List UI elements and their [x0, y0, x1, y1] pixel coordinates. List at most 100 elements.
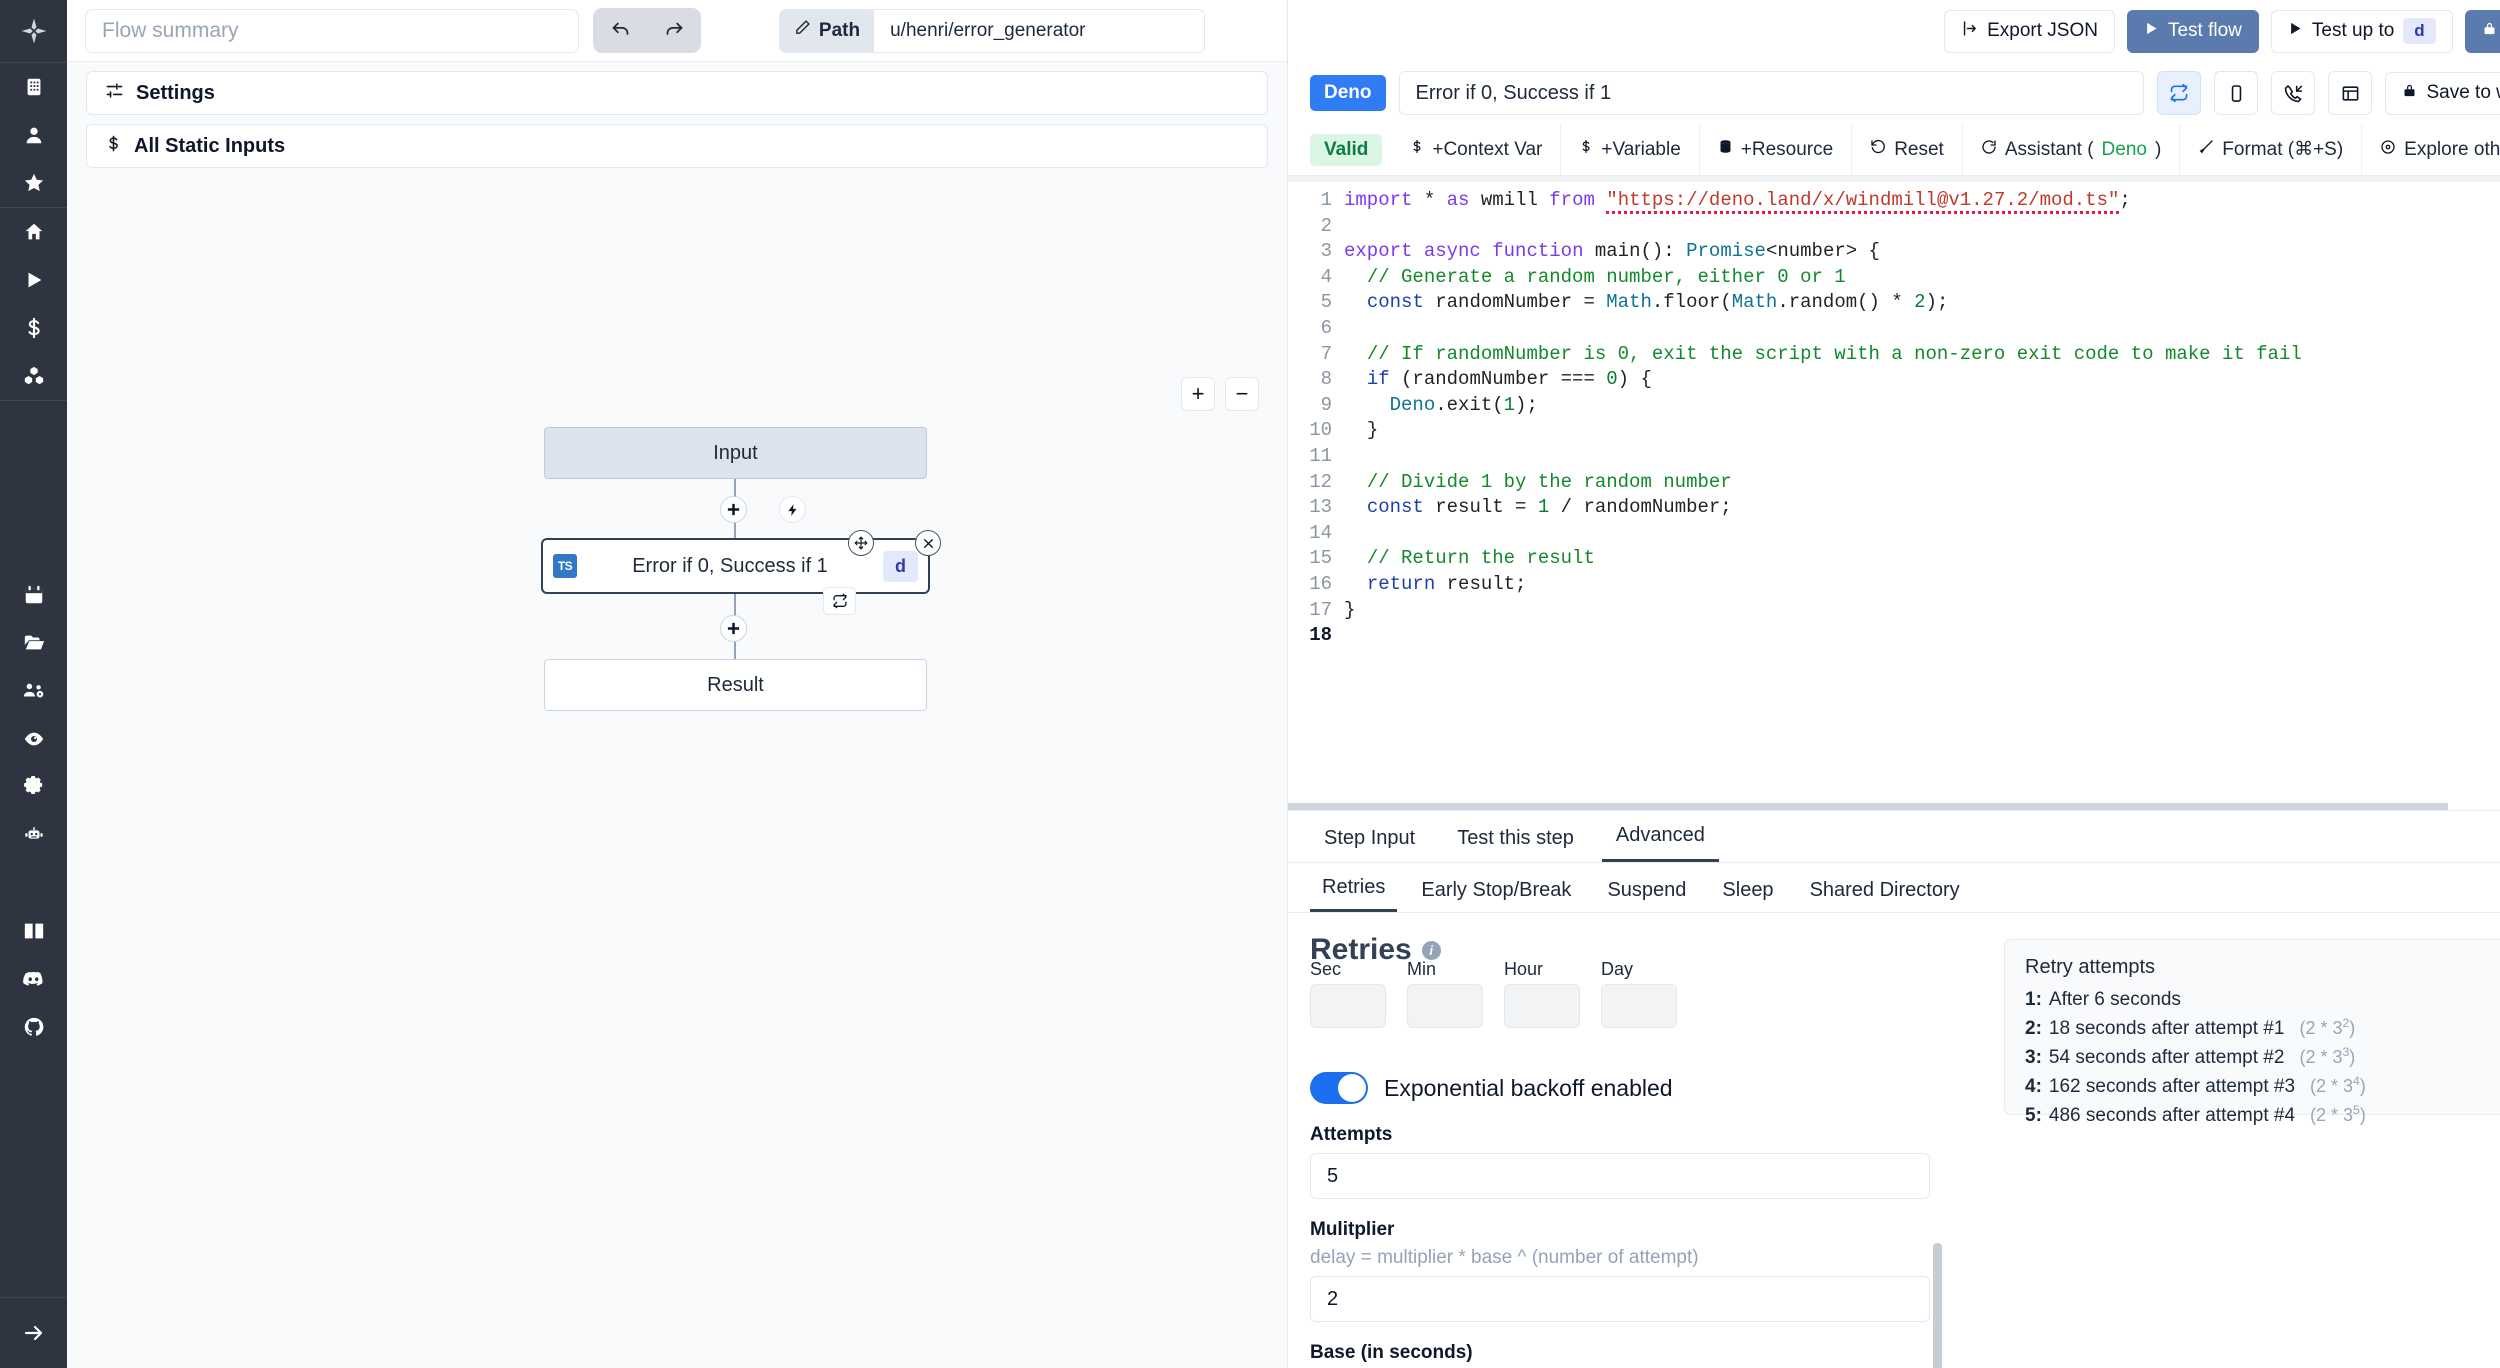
path-field[interactable]: Path u/henri/error_generator [778, 8, 1206, 53]
node-step-error-if-0[interactable]: TS Error if 0, Success if 1 d [541, 538, 930, 594]
retries-day-field[interactable]: Day [1601, 959, 1677, 1028]
add-step-button-top[interactable] [720, 496, 747, 523]
undo-arrow-icon[interactable] [596, 8, 644, 53]
subtab-shared-directory[interactable]: Shared Directory [1809, 879, 1960, 901]
reset-label: Reset [1894, 138, 1944, 160]
sidebar-item-discord[interactable] [0, 955, 67, 1003]
reset-button[interactable]: Reset [1852, 124, 1963, 175]
sidebar-item-folders[interactable] [0, 619, 67, 667]
retry-attempt-num: 5: [2025, 1105, 2042, 1126]
retry-attempt-text: 54 seconds after attempt #2 [2048, 1047, 2285, 1068]
flow-editor-pane: Flow summary Path u/henri/error_gene [67, 0, 1288, 1368]
retries-vertical-scrollbar[interactable] [1933, 1243, 1942, 1368]
sidebar-item-docs[interactable] [0, 907, 67, 955]
advanced-subtabs: Retries Early Stop/Break Suspend Sleep S… [1288, 863, 2500, 913]
mobile-icon[interactable] [2214, 71, 2259, 115]
node-result[interactable]: Result [544, 659, 927, 711]
sidebar-item-resources[interactable] [0, 352, 67, 400]
subtab-retries[interactable]: Retries [1310, 876, 1398, 912]
add-step-button-bottom[interactable] [720, 615, 747, 642]
left-sidebar [0, 0, 67, 1368]
tab-step-input[interactable]: Step Input [1324, 827, 1416, 849]
dollar-icon [1579, 138, 1593, 161]
flow-canvas[interactable]: + − Input TS Error if 0, Success if 1 d [67, 177, 1287, 1368]
attempts-input[interactable]: 5 [1310, 1153, 1930, 1199]
retries-day-input[interactable] [1601, 984, 1677, 1028]
subtab-early-stop-break[interactable]: Early Stop/Break [1421, 879, 1572, 901]
path-label-group: Path [779, 9, 875, 52]
test-up-to-button[interactable]: Test up to d [2270, 9, 2453, 53]
sidebar-item-variables[interactable] [0, 304, 67, 352]
layout-panel-icon[interactable] [2328, 71, 2373, 115]
test-flow-button[interactable]: Test flow [2126, 9, 2259, 53]
close-x-icon[interactable] [915, 530, 941, 556]
flow-topbar: Flow summary Path u/henri/error_gene [67, 0, 1287, 62]
sidebar-item-favorites[interactable] [0, 159, 67, 207]
editor-toolbar: Valid +Context Var +Variable +Resource [1288, 124, 2500, 176]
retries-min-label: Min [1407, 959, 1437, 979]
tab-test-this-step[interactable]: Test this step [1457, 827, 1574, 849]
sidebar-item-runs[interactable] [0, 256, 67, 304]
path-value[interactable]: u/henri/error_generator [890, 19, 1086, 41]
move-arrows-icon[interactable] [848, 530, 874, 556]
retries-hour-input[interactable] [1504, 984, 1580, 1028]
database-icon [1718, 138, 1733, 161]
retries-min-input[interactable] [1407, 984, 1483, 1028]
sidebar-item-groups[interactable] [0, 667, 67, 715]
phone-incoming-icon[interactable] [2271, 71, 2316, 115]
assistant-button[interactable]: Assistant (Deno) [1963, 124, 2181, 175]
node-input[interactable]: Input [544, 427, 927, 479]
constant-delay-fields: Sec Min Hour Day [1310, 959, 1930, 1028]
all-static-inputs-strip[interactable]: All Static Inputs [86, 124, 1268, 168]
export-json-button[interactable]: Export JSON [1944, 9, 2115, 53]
format-button[interactable]: Format (⌘+S) [2180, 124, 2363, 175]
sidebar-item-expand-sidebar[interactable] [0, 1298, 67, 1368]
subtab-suspend[interactable]: Suspend [1607, 879, 1687, 901]
redo-arrow-icon[interactable] [650, 8, 698, 53]
save-button[interactable]: Save [2464, 9, 2500, 53]
sidebar-item-github[interactable] [0, 1003, 67, 1051]
editor-top-strip [1288, 176, 2500, 182]
retry-attempt-formula: (2 * 32) [2299, 1016, 2356, 1038]
retry-loop-icon[interactable] [2157, 71, 2202, 115]
sidebar-item-settings[interactable] [0, 763, 67, 811]
retries-sec-field[interactable]: Sec [1310, 959, 1386, 1028]
sidebar-item-audit-logs[interactable] [0, 715, 67, 763]
retries-hour-field[interactable]: Hour [1504, 959, 1580, 1028]
lightning-bolt-icon[interactable] [779, 496, 806, 523]
retries-sec-input[interactable] [1310, 984, 1386, 1028]
save-to-workspace-button[interactable]: Save to workspace [2385, 71, 2500, 115]
windmill-logo-icon[interactable] [0, 0, 67, 62]
retry-loop-icon[interactable] [823, 587, 856, 615]
multiplier-input[interactable]: 2 [1310, 1276, 1930, 1322]
zoom-out-button[interactable]: − [1225, 377, 1259, 411]
multiplier-value: 2 [1327, 1287, 1339, 1310]
retry-attempt-row: 1: After 6 seconds [2025, 989, 2500, 1011]
retries-min-field[interactable]: Min [1407, 959, 1483, 1028]
subtab-sleep[interactable]: Sleep [1722, 879, 1774, 901]
add-variable-button[interactable]: +Variable [1561, 124, 1700, 175]
tab-advanced[interactable]: Advanced [1601, 824, 1719, 862]
zoom-in-button[interactable]: + [1181, 377, 1215, 411]
add-context-var-button[interactable]: +Context Var [1392, 124, 1562, 175]
info-icon[interactable]: i [1421, 940, 1441, 960]
compass-icon [2380, 139, 2396, 161]
sidebar-item-workspace[interactable] [0, 63, 67, 111]
flow-summary-input[interactable]: Flow summary [85, 8, 579, 53]
exponential-backoff-toggle[interactable] [1310, 1072, 1368, 1104]
code-content[interactable]: import * as wmill from "https://deno.lan… [1344, 189, 2302, 621]
explore-other-scripts-button[interactable]: Explore other s [2362, 124, 2500, 175]
editor-horizontal-scrollbar[interactable] [1288, 803, 2448, 810]
retry-attempts-preview: Retry attempts 1: After 6 seconds 2: 18 … [2004, 939, 2500, 1126]
assistant-label-end: ) [2154, 138, 2162, 160]
sidebar-item-workers[interactable] [0, 811, 67, 859]
sidebar-item-user[interactable] [0, 111, 67, 159]
sidebar-item-schedules[interactable] [0, 571, 67, 619]
add-resource-button[interactable]: +Resource [1700, 124, 1853, 175]
settings-strip[interactable]: Settings [86, 71, 1268, 115]
script-name-input[interactable]: Error if 0, Success if 1 [1398, 71, 2145, 115]
sidebar-item-home[interactable] [0, 208, 67, 256]
